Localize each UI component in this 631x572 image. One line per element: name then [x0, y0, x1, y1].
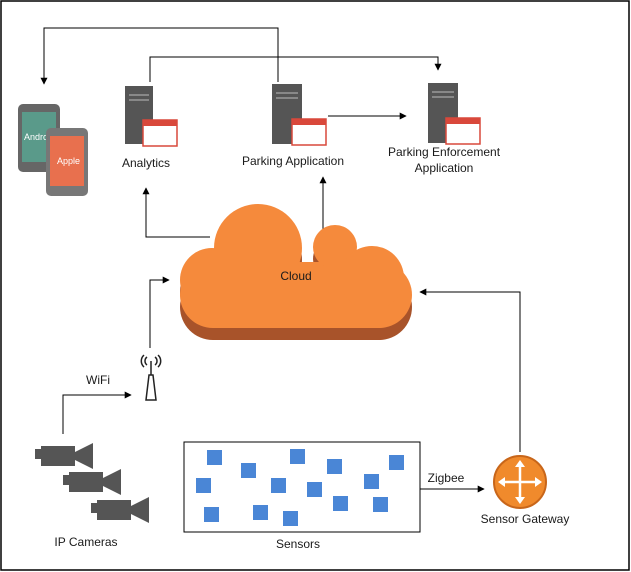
cloud-label: Cloud: [280, 269, 311, 283]
arrow-analytics-to-enforcement: [149, 56, 442, 82]
sensor-gateway-label: Sensor Gateway: [481, 512, 570, 526]
enforcement-server-icon: [428, 83, 481, 145]
wifi-antenna-icon: [140, 354, 162, 401]
wifi-label: WiFi: [86, 373, 110, 387]
ip-cameras-label: IP Cameras: [54, 535, 117, 549]
arrow-parking-to-phones: [40, 27, 279, 85]
video-camera-icon: [35, 443, 149, 523]
arrow-cameras-to-wifi: [62, 391, 132, 434]
analytics-server-icon: [125, 86, 178, 147]
analytics-label: Analytics: [122, 156, 170, 170]
arrow-wifi-to-cloud: [149, 276, 170, 348]
arrow-cloud-to-analytics: [142, 187, 210, 238]
smartphone-icon: Android Apple: [18, 104, 88, 196]
arrow-gateway-to-cloud: [419, 288, 521, 452]
parking-enforcement-label-line1: Parking Enforcement: [388, 145, 501, 159]
zigbee-label: Zigbee: [428, 471, 465, 485]
phone-android-label: Android: [24, 132, 55, 142]
parking-app-server-icon: [272, 84, 327, 146]
sensor-square-icon: [196, 449, 404, 526]
parking-application-label: Parking Application: [242, 154, 344, 168]
connectors: [40, 27, 521, 493]
router-icon: [493, 455, 547, 509]
cloud-icon: [180, 204, 412, 340]
parking-enforcement-label-line2: Application: [415, 161, 474, 175]
sensors-label: Sensors: [276, 537, 320, 551]
phone-apple-label: Apple: [57, 156, 80, 166]
